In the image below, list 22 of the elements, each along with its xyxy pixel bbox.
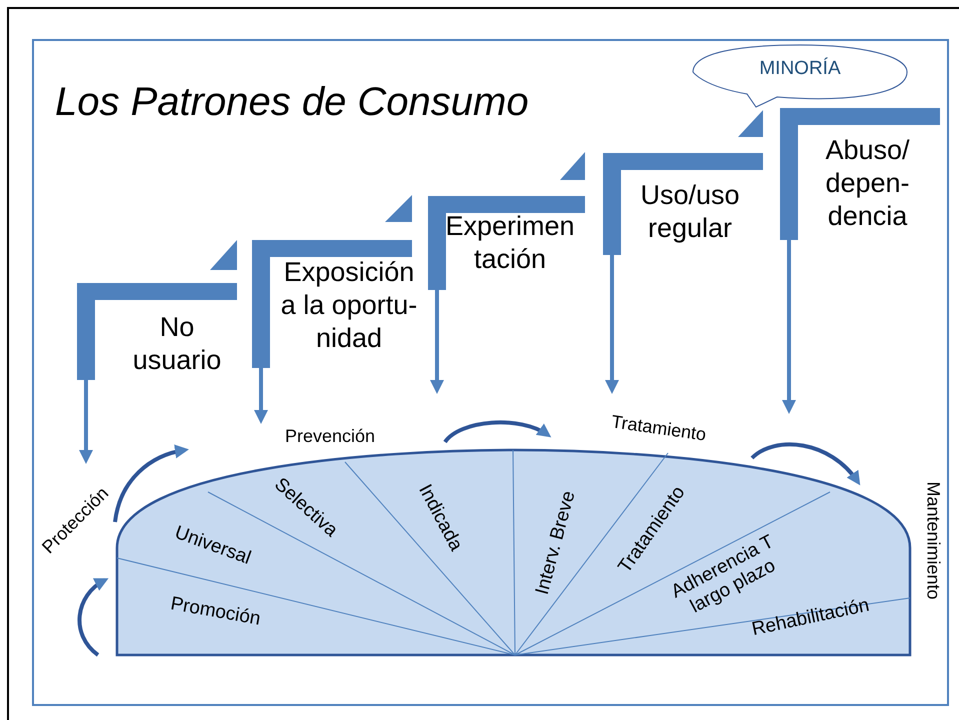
stage-label: Abuso/ depen- dencia — [824, 134, 911, 233]
arrow — [605, 255, 619, 394]
callout-bubble — [692, 44, 908, 108]
stair-step — [428, 152, 585, 290]
stage-label: No usuario — [132, 311, 222, 377]
fan-sector-label: Interv. Breve — [532, 488, 581, 598]
stage-caption: Prevención — [285, 426, 376, 446]
stair-step — [780, 108, 940, 240]
fan-sector-label: Promoción — [168, 593, 262, 631]
stage-label: Experimen tación — [444, 210, 576, 276]
arrow — [782, 240, 796, 414]
title: Los Patrones de Consumo — [55, 80, 529, 125]
callout-text: MINORÍA — [758, 58, 842, 80]
stair-step — [77, 240, 237, 380]
arrow — [430, 290, 444, 394]
stair-step — [603, 108, 763, 255]
arrow — [79, 380, 93, 464]
stage-caption: Mantenimiento — [922, 480, 944, 600]
arrow — [254, 368, 268, 424]
stage-label: Exposición a la oportu- nidad — [280, 256, 418, 355]
stage-caption: Tratamiento — [610, 410, 707, 446]
stage-label: Uso/uso regular — [639, 179, 741, 245]
